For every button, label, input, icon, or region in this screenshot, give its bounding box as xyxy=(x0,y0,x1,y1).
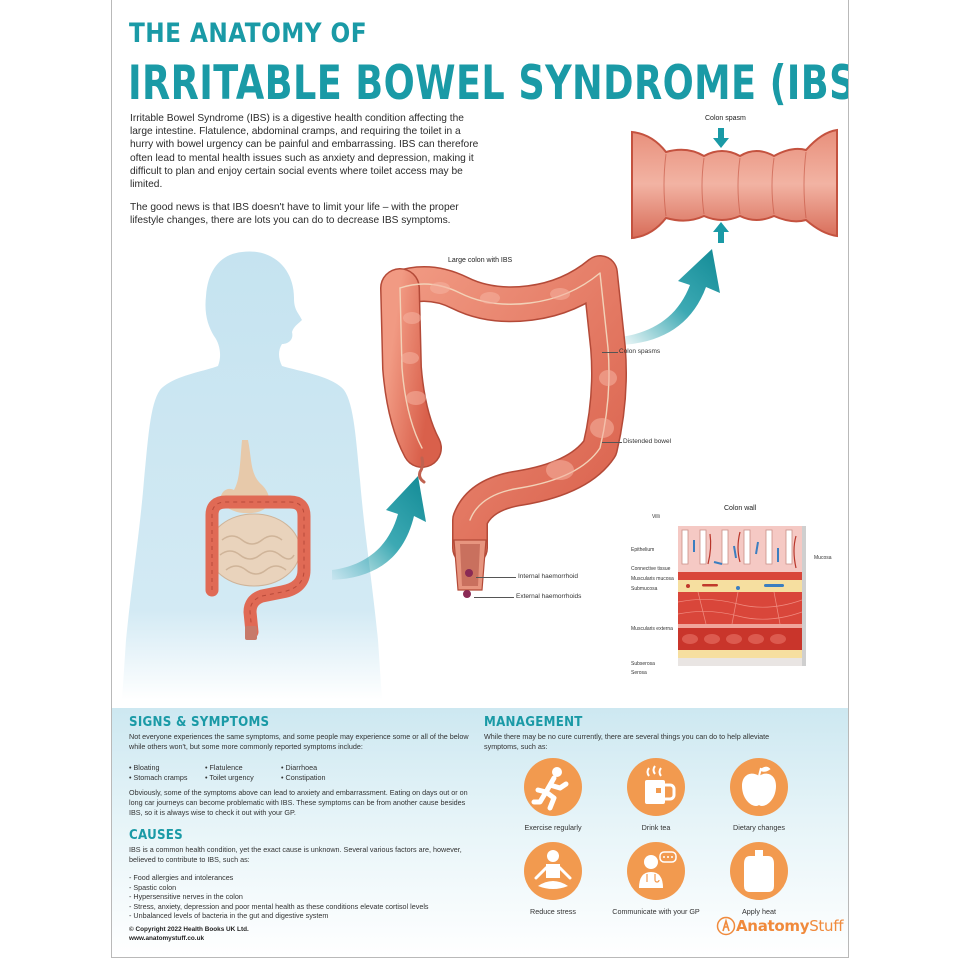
anatomystuff-logo[interactable]: AnatomyStuff xyxy=(716,916,843,936)
colon-wall-muscularis-externa-label: Muscularis externa xyxy=(631,626,673,632)
symptom-item: Diarrhoea xyxy=(281,763,371,773)
copyright-text: © Copyright 2022 Health Books UK Ltd. xyxy=(129,926,249,933)
brand-name: AnatomyStuff xyxy=(736,917,843,935)
hot-water-bottle-icon xyxy=(744,850,774,892)
colon-wall-muscularis-mucosa-label: Muscularis mucosa xyxy=(631,576,674,582)
causes-heading: CAUSES xyxy=(129,827,184,843)
meditation-icon xyxy=(534,850,572,889)
management-heading: MANAGEMENT xyxy=(484,714,583,730)
management-intro-text: While there may be no cure currently, th… xyxy=(484,732,770,751)
symptom-item: Flatulence xyxy=(205,763,281,773)
external-haemorrhoids-leader xyxy=(474,597,514,598)
colon-wall-subserosa-label: Subserosa xyxy=(631,661,655,667)
cause-item: Food allergies and intolerances xyxy=(129,873,474,883)
colon-wall-mucosa-label: Mucosa xyxy=(814,555,832,561)
management-item-exercise: Exercise regularly xyxy=(498,758,608,832)
symptom-item: Toilet urgency xyxy=(205,773,281,783)
symptom-item: Bloating xyxy=(129,763,205,773)
management-item-gp: Communicate with your GP xyxy=(601,842,711,916)
cause-item: Unbalanced levels of bacteria in the gut… xyxy=(129,911,474,921)
cause-item: Hypersensitive nerves in the colon xyxy=(129,892,474,902)
intro-text: Irritable Bowel Syndrome (IBS) is a dige… xyxy=(130,112,482,238)
body-silhouette-illustration xyxy=(122,251,382,701)
management-item-diet: Dietary changes xyxy=(704,758,814,832)
arrow-to-spasm-icon xyxy=(620,249,720,345)
colon-wall-epithelium-label: Epithelium xyxy=(631,547,655,553)
anatomystuff-logo-icon xyxy=(716,916,736,936)
running-person-icon xyxy=(531,767,569,811)
management-label: Communicate with your GP xyxy=(612,907,700,916)
brand-name-part1: Anatomy xyxy=(736,917,810,935)
colon-spasm-title: Colon spasm xyxy=(705,115,746,122)
colon-wall-villi-label: Villi xyxy=(652,514,660,520)
intro-paragraph-1: Irritable Bowel Syndrome (IBS) is a dige… xyxy=(130,113,479,191)
symptoms-list: Bloating Flatulence Diarrhoea Stomach cr… xyxy=(129,763,371,782)
distended-bowel-label: Distended bowel xyxy=(623,438,672,445)
colon-wall-submucosa-label: Submucosa xyxy=(631,586,658,592)
management-intro: While there may be no cure currently, th… xyxy=(484,732,804,752)
causes-intro-text: IBS is a common health condition, yet th… xyxy=(129,845,462,864)
colon-wall-connective-label: Connective tissue xyxy=(631,566,671,572)
external-haemorrhoids-label: External haemorrhoids xyxy=(516,593,582,600)
signs-symptoms-outro: Obviously, some of the symptoms above ca… xyxy=(129,788,474,818)
management-label: Reduce stress xyxy=(530,907,576,916)
signs-symptoms-intro-text: Not everyone experiences the same sympto… xyxy=(129,732,469,751)
management-label: Dietary changes xyxy=(733,823,785,832)
title-line-1: THE ANATOMY OF xyxy=(129,18,368,49)
large-colon-illustration xyxy=(380,255,627,598)
internal-haemorrhoid-leader xyxy=(476,577,516,578)
colon-wall-title: Colon wall xyxy=(724,505,757,512)
poster: THE ANATOMY OF IRRITABLE BOWEL SYNDROME … xyxy=(111,0,849,958)
tea-mug-icon xyxy=(645,765,676,804)
doctor-icon xyxy=(639,851,677,888)
management-label: Apply heat xyxy=(742,907,776,916)
distended-bowel-leader xyxy=(602,442,622,443)
website-link[interactable]: www.anatomystuff.co.uk xyxy=(129,934,205,942)
colon-spasms-leader xyxy=(602,352,618,353)
large-colon-title: Large colon with IBS xyxy=(448,257,513,264)
symptom-item: Stomach cramps xyxy=(129,773,205,783)
cause-item: Spastic colon xyxy=(129,883,474,893)
management-item-heat: Apply heat xyxy=(704,842,814,916)
arrow-to-colon-icon xyxy=(332,476,426,580)
colon-wall-serosa-label: Serosa xyxy=(631,670,647,676)
title-line-2: IRRITABLE BOWEL SYNDROME (IBS) xyxy=(128,56,849,111)
internal-haemorrhoid-label: Internal haemorrhoid xyxy=(518,573,578,580)
symptom-item: Constipation xyxy=(281,773,371,783)
copyright-block: © Copyright 2022 Health Books UK Ltd. ww… xyxy=(129,926,249,943)
management-item-stress: Reduce stress xyxy=(498,842,608,916)
colon-wall-illustration xyxy=(677,526,806,666)
causes-list: Food allergies and intolerances Spastic … xyxy=(129,873,474,921)
signs-symptoms-heading: SIGNS & SYMPTOMS xyxy=(129,714,270,730)
signs-symptoms-outro-text: Obviously, some of the symptoms above ca… xyxy=(129,788,468,817)
intro-paragraph-2: The good news is that IBS doesn't have t… xyxy=(130,202,459,227)
brand-name-part2: Stuff xyxy=(809,917,844,935)
cause-item: Stress, anxiety, depression and poor men… xyxy=(129,902,474,912)
management-label: Exercise regularly xyxy=(524,823,582,832)
colon-spasm-illustration xyxy=(631,128,838,243)
management-item-tea: Drink tea xyxy=(601,758,711,832)
causes-intro: IBS is a common health condition, yet th… xyxy=(129,845,474,865)
management-label: Drink tea xyxy=(641,823,671,832)
apple-icon xyxy=(742,766,776,806)
signs-symptoms-intro: Not everyone experiences the same sympto… xyxy=(129,732,474,752)
colon-spasms-label: Colon spasms xyxy=(619,348,661,355)
